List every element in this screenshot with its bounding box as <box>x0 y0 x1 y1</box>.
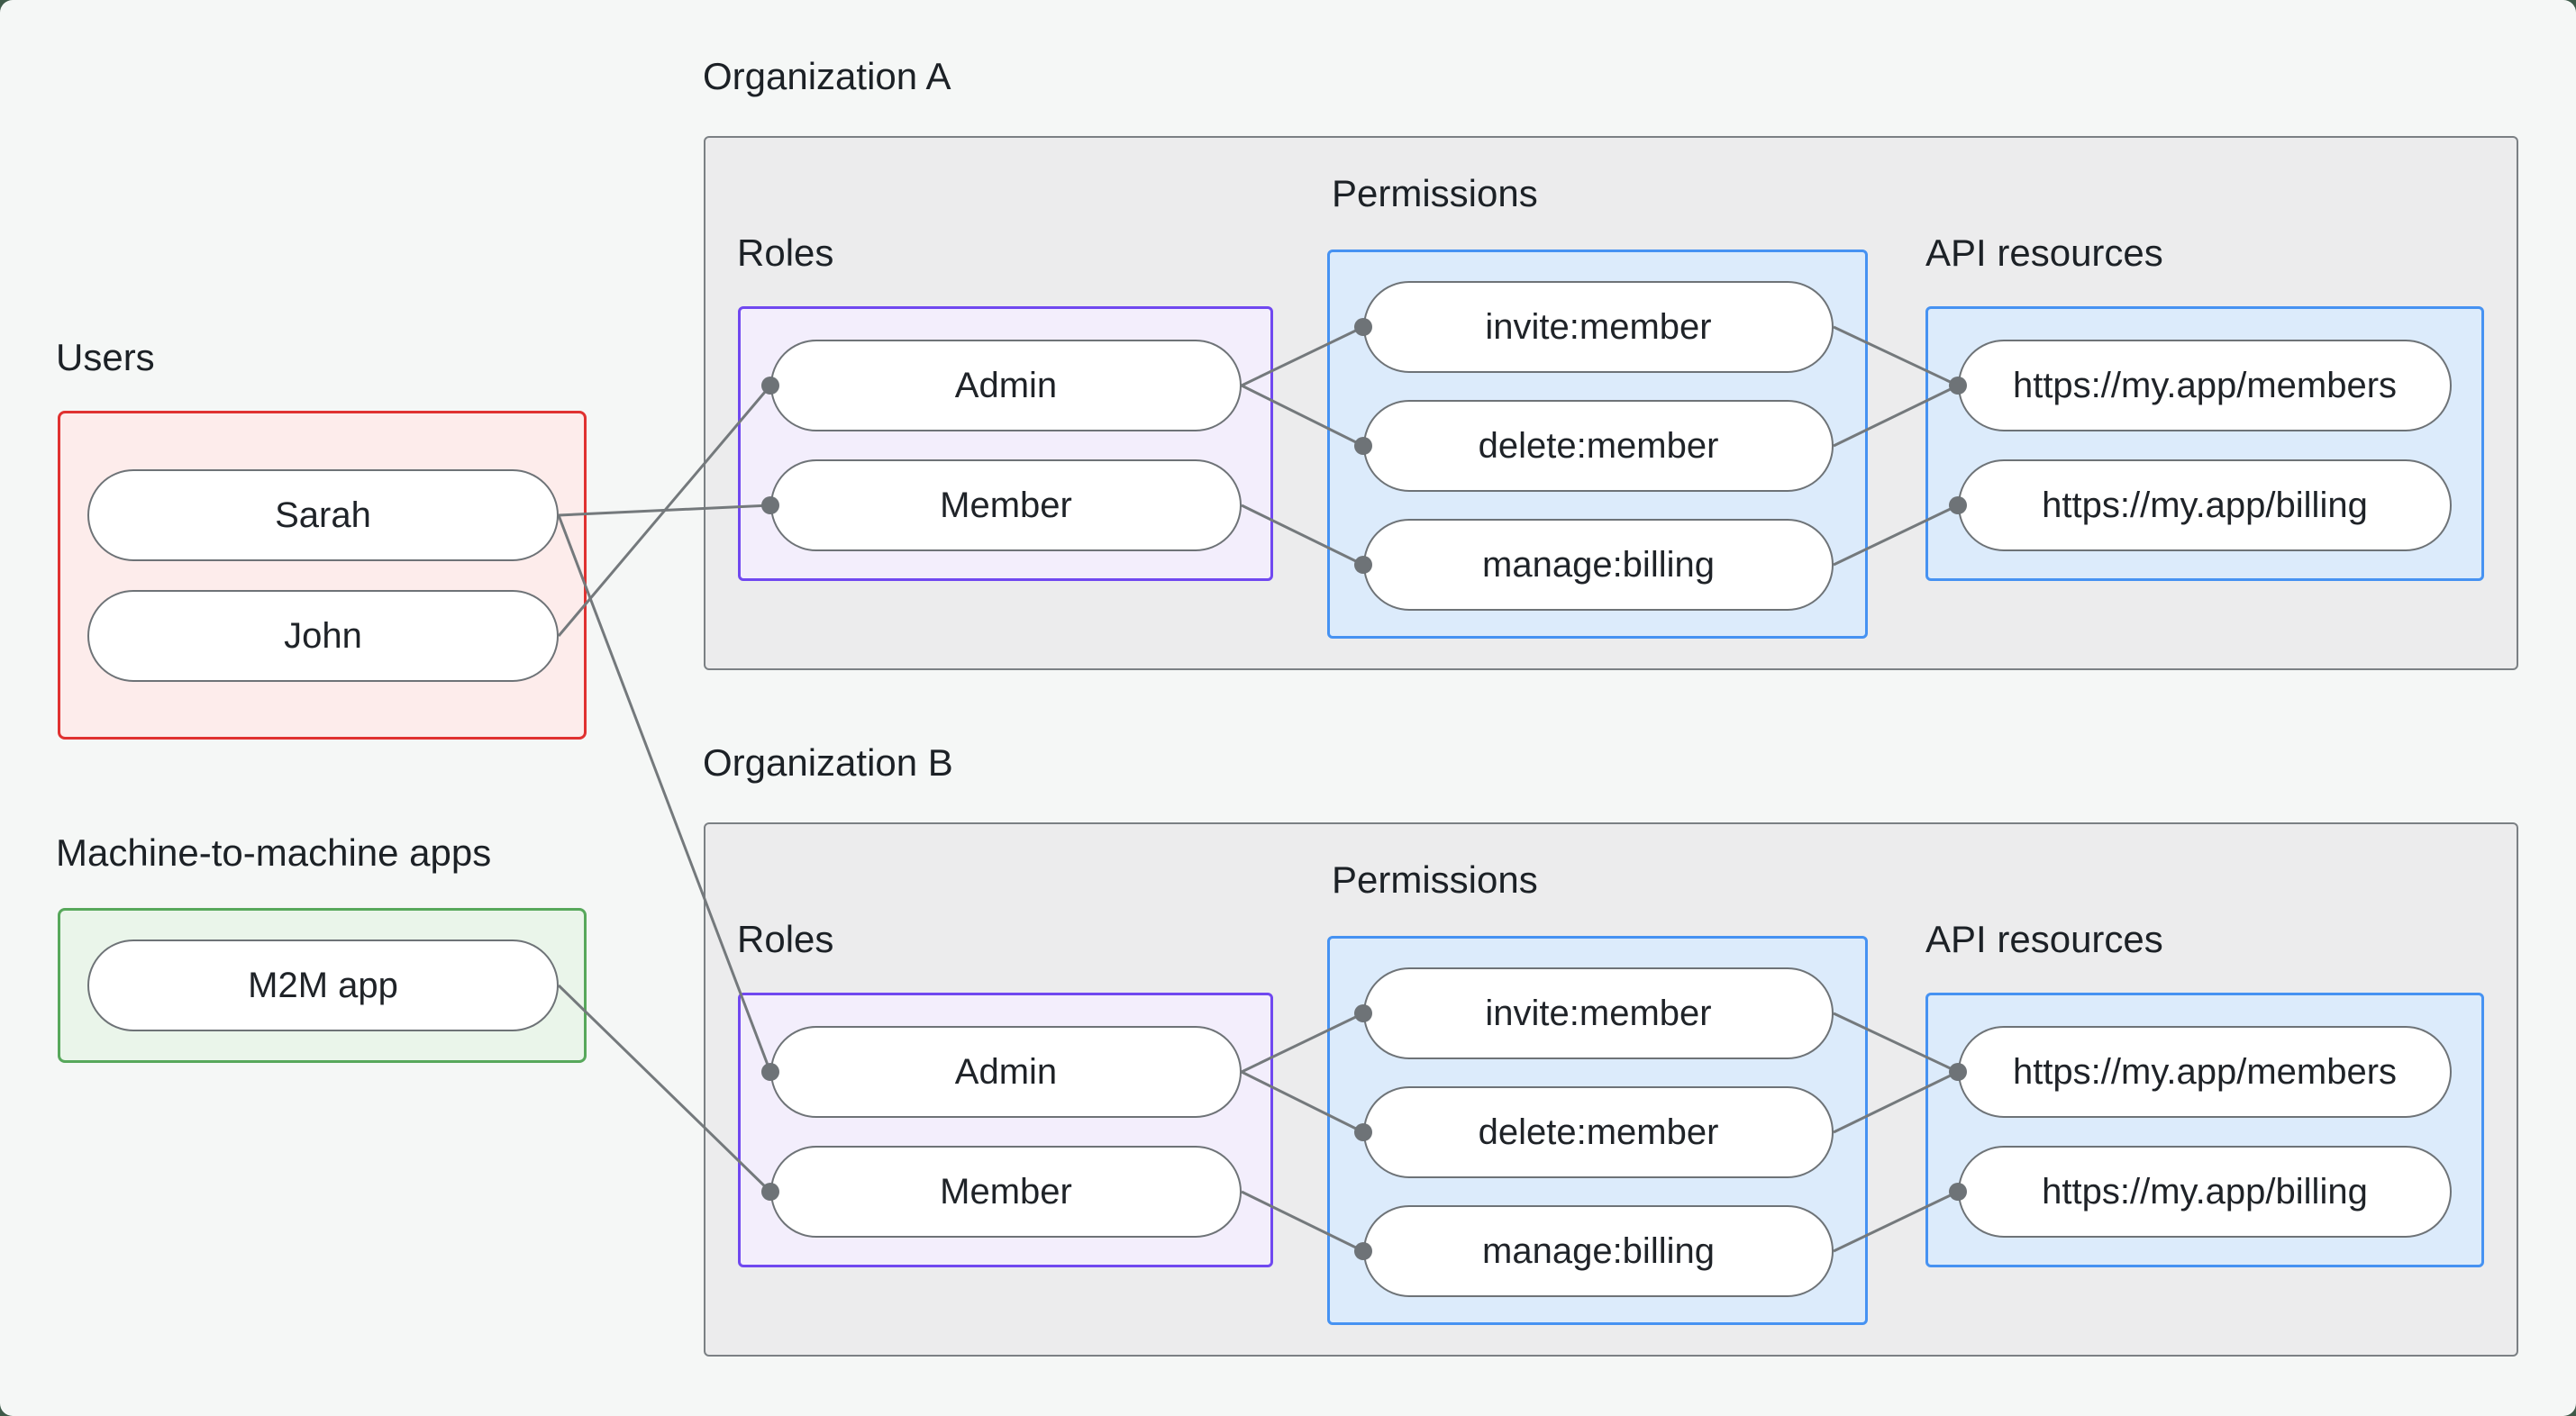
m2m-group-label: Machine-to-machine apps <box>56 831 492 874</box>
node-org-a-perm-manage-billing: manage:billing <box>1363 519 1834 611</box>
node-org-b-role-member: Member <box>770 1146 1242 1238</box>
node-user-john: John <box>87 590 559 682</box>
node-user-sarah: Sarah <box>87 469 559 561</box>
node-org-a-perm-delete-member: delete:member <box>1363 400 1834 492</box>
node-org-b-perm-manage-billing: manage:billing <box>1363 1205 1834 1297</box>
node-org-a-api-members: https://my.app/members <box>1958 340 2452 431</box>
node-org-a-perm-invite-member: invite:member <box>1363 281 1834 373</box>
org-a-roles-label: Roles <box>737 231 834 274</box>
node-org-b-api-members: https://my.app/members <box>1958 1026 2452 1118</box>
node-org-b-perm-invite-member: invite:member <box>1363 967 1834 1059</box>
node-org-b-perm-delete-member: delete:member <box>1363 1086 1834 1178</box>
org-b-permissions-label: Permissions <box>1332 858 1538 901</box>
node-org-b-role-admin: Admin <box>770 1026 1242 1118</box>
org-b-title: Organization B <box>703 741 953 784</box>
org-b-api-label: API resources <box>1925 918 2163 960</box>
org-a-api-label: API resources <box>1925 231 2163 274</box>
node-org-a-role-admin: Admin <box>770 340 1242 431</box>
org-a-title: Organization A <box>703 55 951 97</box>
users-group-label: Users <box>56 336 155 378</box>
org-b-roles-label: Roles <box>737 918 834 960</box>
node-m2m-app: M2M app <box>87 939 559 1031</box>
node-org-b-api-billing: https://my.app/billing <box>1958 1146 2452 1238</box>
node-org-a-api-billing: https://my.app/billing <box>1958 459 2452 551</box>
node-org-a-role-member: Member <box>770 459 1242 551</box>
users-group-box <box>58 411 587 740</box>
org-a-permissions-label: Permissions <box>1332 172 1538 214</box>
